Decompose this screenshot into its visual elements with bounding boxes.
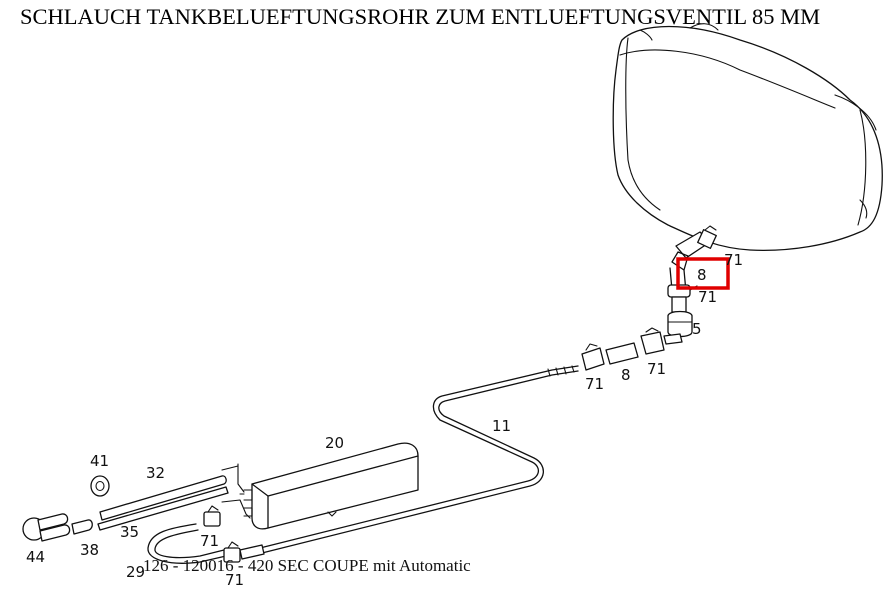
callout-5: 5 — [692, 320, 702, 338]
callout-71-hose: 71 — [647, 360, 666, 378]
fuel-tank — [612, 23, 883, 251]
tank-vent-hose — [669, 225, 717, 293]
callout-20: 20 — [325, 434, 344, 452]
callout-44: 44 — [26, 548, 45, 566]
callout-8: 8 — [621, 366, 631, 384]
hose-29 — [147, 505, 265, 564]
page-title: SCHLAUCH TANKBELUEFTUNGSROHR ZUM ENTLUEF… — [20, 4, 821, 29]
callout-71-valve: 71 — [698, 288, 717, 306]
callout-71-bottom: 71 — [225, 571, 244, 589]
callout-71-canister: 71 — [200, 532, 219, 550]
short-hose-and-clamps — [581, 327, 665, 371]
callout-71-pipe: 71 — [585, 375, 604, 393]
callout-29: 29 — [126, 563, 145, 581]
callout-71-tank: 71 — [724, 251, 743, 269]
callout-32: 32 — [146, 464, 165, 482]
callout-41: 41 — [90, 452, 109, 470]
highlight-box — [676, 257, 730, 290]
model-caption: 126 - 120016 - 420 SEC COUPE mit Automat… — [143, 556, 471, 575]
grommet-41 — [90, 475, 110, 497]
elbow-connector-44 — [22, 513, 93, 542]
charcoal-canister — [237, 442, 419, 530]
callout-35: 35 — [120, 523, 139, 541]
callout-11: 11 — [492, 417, 511, 435]
vent-pipe — [259, 365, 579, 554]
callout-8-highlighted: 8 — [697, 266, 707, 284]
callout-38: 38 — [80, 541, 99, 559]
purge-pipes — [97, 465, 251, 531]
